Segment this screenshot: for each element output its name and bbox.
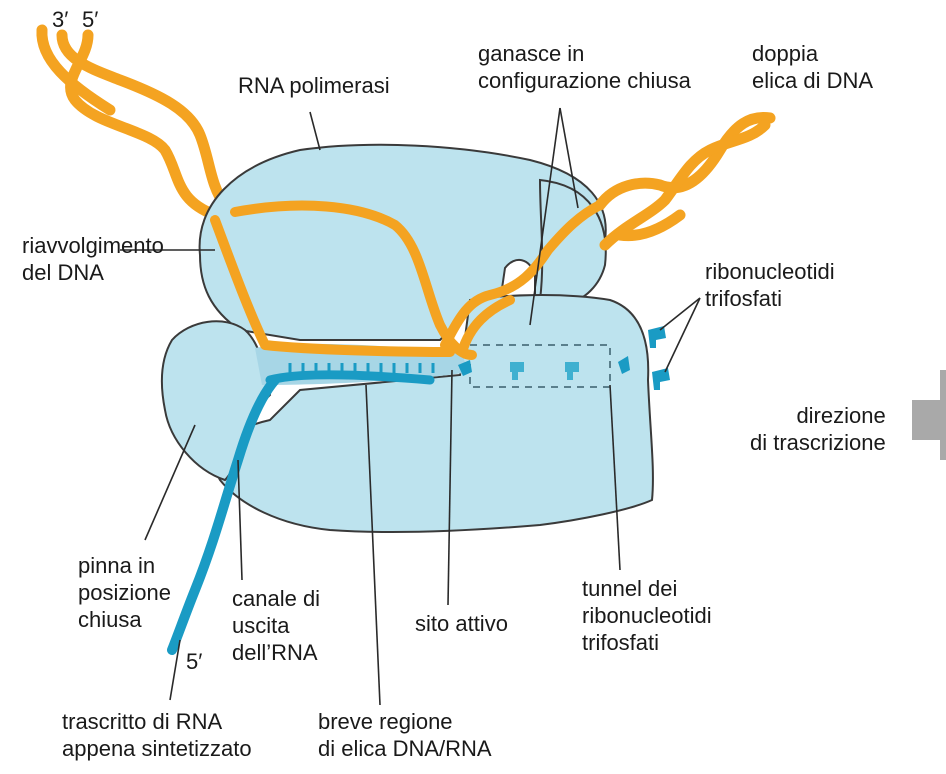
label-ganasce: ganasce in configurazione chiusa (478, 40, 691, 94)
label-pinna: pinna in posizione chiusa (78, 552, 171, 633)
label-riavvolgimento: riavvolgimento del DNA (22, 232, 164, 286)
transcription-direction-arrow (912, 370, 946, 460)
free-ribonucleotides (648, 326, 670, 390)
label-trascritto: trascritto di RNA appena sintetizzato (62, 708, 252, 762)
label-canale-uscita: canale di uscita dell’RNA (232, 585, 320, 666)
label-tunnel: tunnel dei ribonucleotidi trifosfati (582, 575, 712, 656)
dna-right-helix (600, 117, 770, 245)
label-ribonucleotidi-trifosfati: ribonucleotidi trifosfati (705, 258, 835, 312)
label-5-prime-top: 5′ (82, 6, 98, 33)
dna-left-helix (42, 30, 225, 215)
label-direzione-trascrizione: direzione di trascrizione (750, 402, 886, 456)
label-breve-regione: breve regione di elica DNA/RNA (318, 708, 492, 762)
label-rna-polimerasi: RNA polimerasi (238, 72, 390, 99)
label-3-prime-top: 3′ (52, 6, 68, 33)
label-doppia-elica: doppia elica di DNA (752, 40, 873, 94)
label-rna-5-prime: 5′ (186, 648, 202, 675)
label-sito-attivo: sito attivo (415, 610, 508, 637)
